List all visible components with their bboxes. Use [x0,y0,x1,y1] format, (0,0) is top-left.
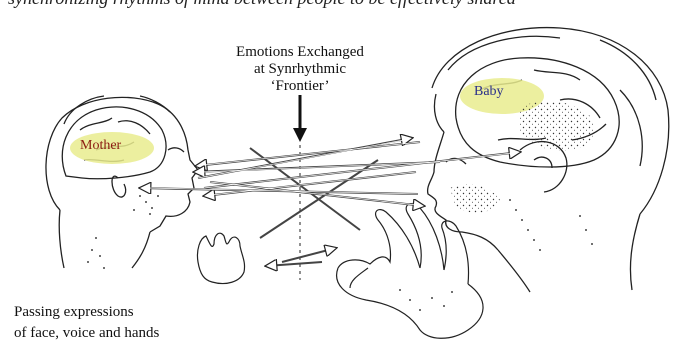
left-head [46,96,198,268]
frontier-title-line3: ‘Frontier’ [200,78,400,95]
right-hand [337,204,483,339]
right-head [428,28,669,292]
bottom-caption: Passing expressions of face, voice and h… [14,302,159,344]
right-face-dots [509,199,593,251]
left-dots [87,195,159,269]
left-hand [197,233,244,283]
frontier-title-line1: Emotions Exchanged [200,44,400,61]
frontier-title-line2: at Synrhythmic [200,61,400,78]
bottom-caption-line1: Passing expressions [14,302,159,323]
hand-dots [399,289,453,311]
frontier-title: Emotions Exchanged at Synrhythmic ‘Front… [200,44,400,95]
mother-label: Mother [80,138,121,154]
frontier-arrow [293,95,307,142]
baby-label: Baby [474,84,504,100]
bottom-caption-line2: of face, voice and hands [14,323,159,344]
top-caption: synchronizing rhythms of mind between pe… [0,0,677,9]
top-caption-text: synchronizing rhythms of mind between pe… [8,0,516,9]
